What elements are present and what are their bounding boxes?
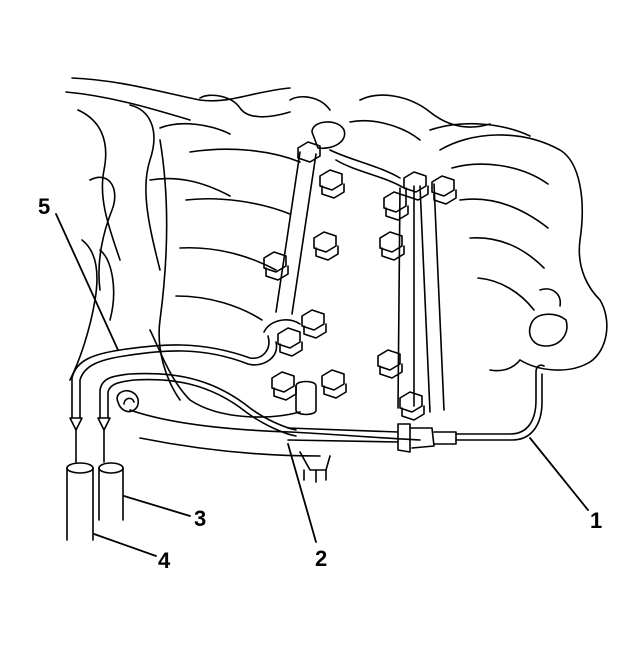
engine-background <box>65 77 531 381</box>
bolt <box>377 349 403 379</box>
lower-manifold <box>129 409 421 483</box>
bolt-group <box>263 141 457 421</box>
bolt <box>379 231 405 261</box>
bolt <box>403 171 429 201</box>
callout-2: 2 <box>315 546 328 571</box>
callout-1: 1 <box>590 508 603 533</box>
bolt <box>399 391 425 421</box>
bolt <box>319 169 345 199</box>
bolt <box>321 369 347 399</box>
fitting-arrow-left <box>69 417 83 463</box>
fuel-rail-left <box>275 121 405 315</box>
return-pipe <box>98 462 124 521</box>
bolt <box>295 380 317 416</box>
bolt <box>271 371 297 401</box>
callout-3: 3 <box>194 506 207 531</box>
bolt <box>297 141 321 163</box>
callout-5: 5 <box>38 194 51 219</box>
bolt <box>383 191 409 221</box>
leader-line-4 <box>93 533 157 557</box>
fuel-rail-right <box>397 183 445 413</box>
bolt <box>313 231 339 261</box>
leader-line-2 <box>287 443 317 543</box>
bolt <box>277 327 303 357</box>
fuel-line-return <box>71 319 301 419</box>
callout-4: 4 <box>158 548 171 573</box>
leader-line-5 <box>55 213 119 351</box>
bolt <box>263 251 289 281</box>
intake-plenum-right <box>439 134 608 372</box>
leader-line-1 <box>529 437 589 511</box>
leader-lines <box>55 213 589 557</box>
bolt <box>431 175 457 205</box>
supply-pipe <box>66 462 94 541</box>
fitting-arrow-right <box>97 417 111 463</box>
fitting-left <box>116 389 140 413</box>
leader-line-3 <box>123 495 191 517</box>
bolt <box>301 309 327 339</box>
fuel-line-feed <box>99 364 545 453</box>
